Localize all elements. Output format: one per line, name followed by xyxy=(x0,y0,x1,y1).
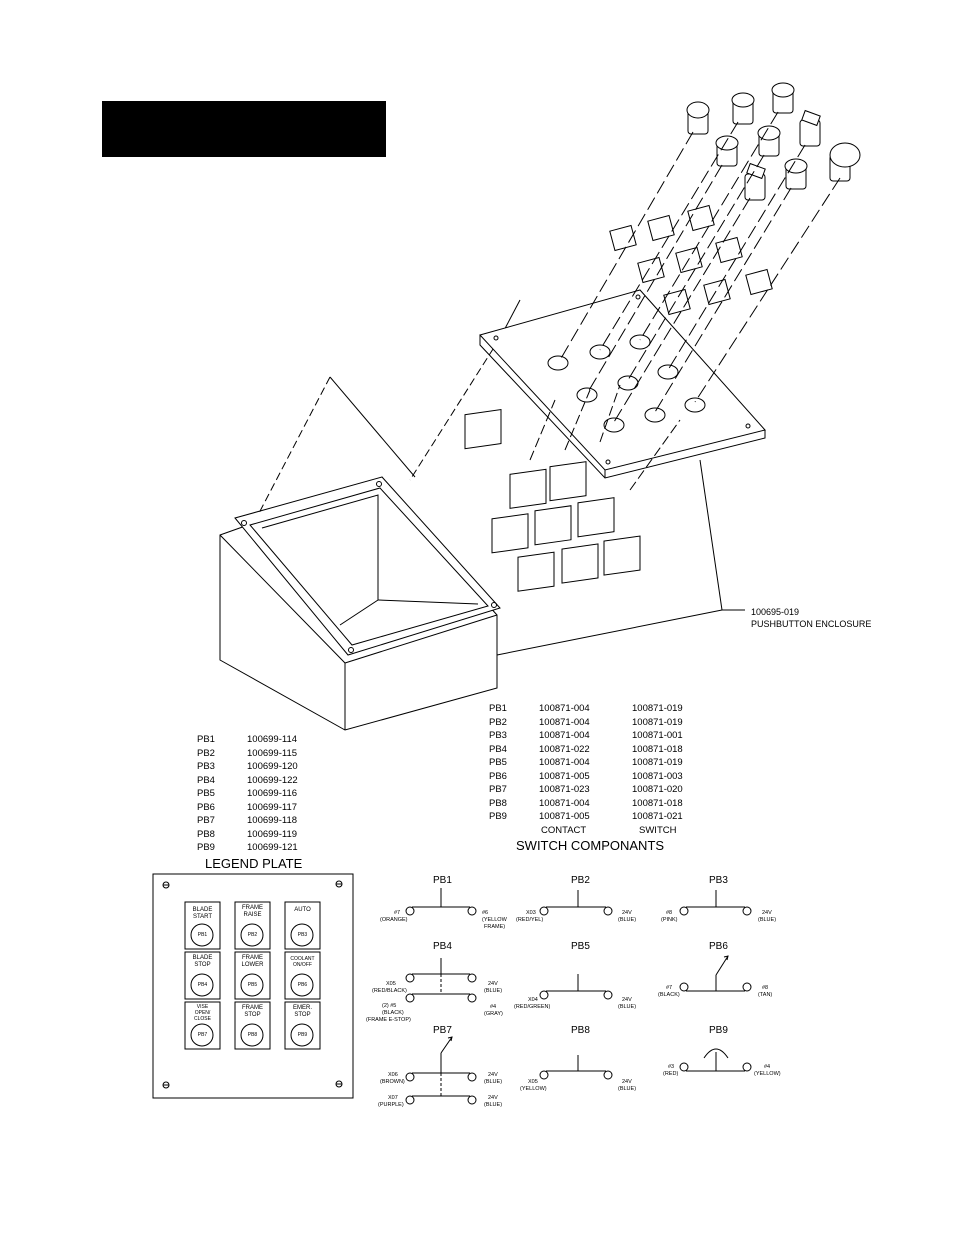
enclosure-part-number: 100695-019 xyxy=(751,607,800,617)
contact-blocks xyxy=(464,409,641,592)
exploded-assembly-drawing xyxy=(219,82,861,731)
screw-icon xyxy=(335,1080,343,1088)
enclosure-name: PUSHBUTTON ENCLOSURE xyxy=(751,619,872,629)
screw-icon xyxy=(162,881,170,889)
legend-plate-title: LEGEND PLATE xyxy=(205,856,303,871)
header-bar xyxy=(102,101,386,157)
screw-icon xyxy=(162,1081,170,1089)
pushbutton-operators xyxy=(686,82,861,201)
enclosure-box xyxy=(219,476,501,731)
switch-components-title: SWITCH COMPONANTS xyxy=(516,838,665,853)
pushbutton-plate xyxy=(479,289,766,479)
screw-icon xyxy=(335,880,343,888)
gaskets xyxy=(609,204,773,316)
